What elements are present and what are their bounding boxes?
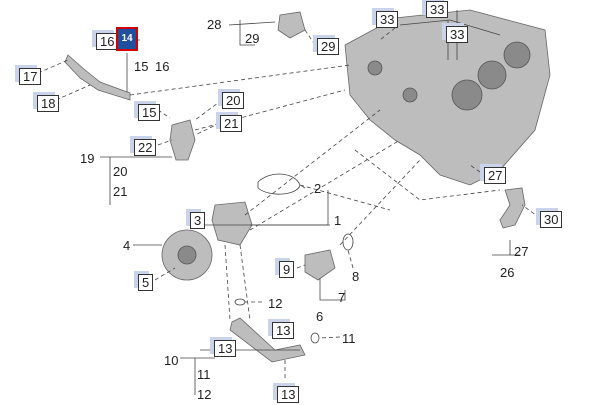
callout-29: 29 (245, 31, 260, 46)
callout-10: 10 (164, 353, 179, 368)
callout-5: 5 (138, 274, 154, 291)
callout-27a: 27 (484, 167, 507, 184)
coolant-hose-17 (64, 54, 131, 101)
callout-6: 6 (316, 309, 324, 324)
callout-20b: 20 (113, 164, 128, 179)
callout-3: 3 (190, 212, 206, 229)
callout-4: 4 (123, 238, 131, 253)
callout-26: 26 (500, 265, 515, 280)
callout-33c: 33 (446, 26, 469, 43)
callout-18: 18 (37, 95, 60, 112)
coolant-fitting-29 (277, 11, 306, 39)
callout-33b: 33 (426, 1, 449, 18)
callout-9: 9 (279, 261, 295, 278)
callout-7: 7 (338, 290, 346, 305)
callout-8: 8 (352, 269, 360, 284)
callout-19: 19 (80, 151, 95, 166)
o-ring-11 (310, 332, 320, 344)
callout-13c: 13 (277, 386, 300, 403)
callout-13b: 13 (214, 340, 237, 357)
leader-lines (37, 10, 541, 395)
callout-12b: 12 (197, 387, 212, 402)
callout-16b: 16 (155, 59, 170, 74)
callout-11a: 11 (342, 331, 356, 346)
callout-13a: 13 (272, 322, 295, 339)
callout-17: 17 (19, 68, 42, 85)
callout-29b: 29 (317, 38, 340, 55)
callout-12: 12 (268, 296, 283, 311)
callout-14-highlighted[interactable]: 14 (116, 27, 138, 51)
callout-21b: 21 (113, 184, 128, 199)
callout-15b: 15 (138, 104, 161, 121)
callout-1: 1 (334, 213, 342, 228)
engine-block (344, 9, 551, 186)
callout-15a: 15 (134, 59, 149, 74)
callout-20a: 20 (222, 92, 245, 109)
callout-30: 30 (540, 211, 563, 228)
callout-16a: 16 (96, 33, 119, 50)
callout-33a: 33 (376, 11, 399, 28)
thermostat-9 (304, 249, 336, 281)
thermostat-housing-22 (169, 119, 196, 161)
callout-28: 28 (207, 17, 222, 32)
callout-22: 22 (134, 139, 157, 156)
pulley-4 (161, 229, 213, 281)
coolant-pipe-30 (499, 187, 526, 229)
callout-11b: 11 (197, 367, 211, 382)
callout-27b: 27 (514, 244, 529, 259)
gasket-2 (257, 173, 301, 195)
o-ring-12 (234, 298, 246, 306)
callout-2: 2 (314, 181, 322, 196)
coolant-pipe-13 (229, 317, 306, 363)
water-pump-housing-3 (211, 201, 253, 246)
callout-21a: 21 (220, 115, 243, 132)
seal-ring-8 (342, 233, 354, 251)
